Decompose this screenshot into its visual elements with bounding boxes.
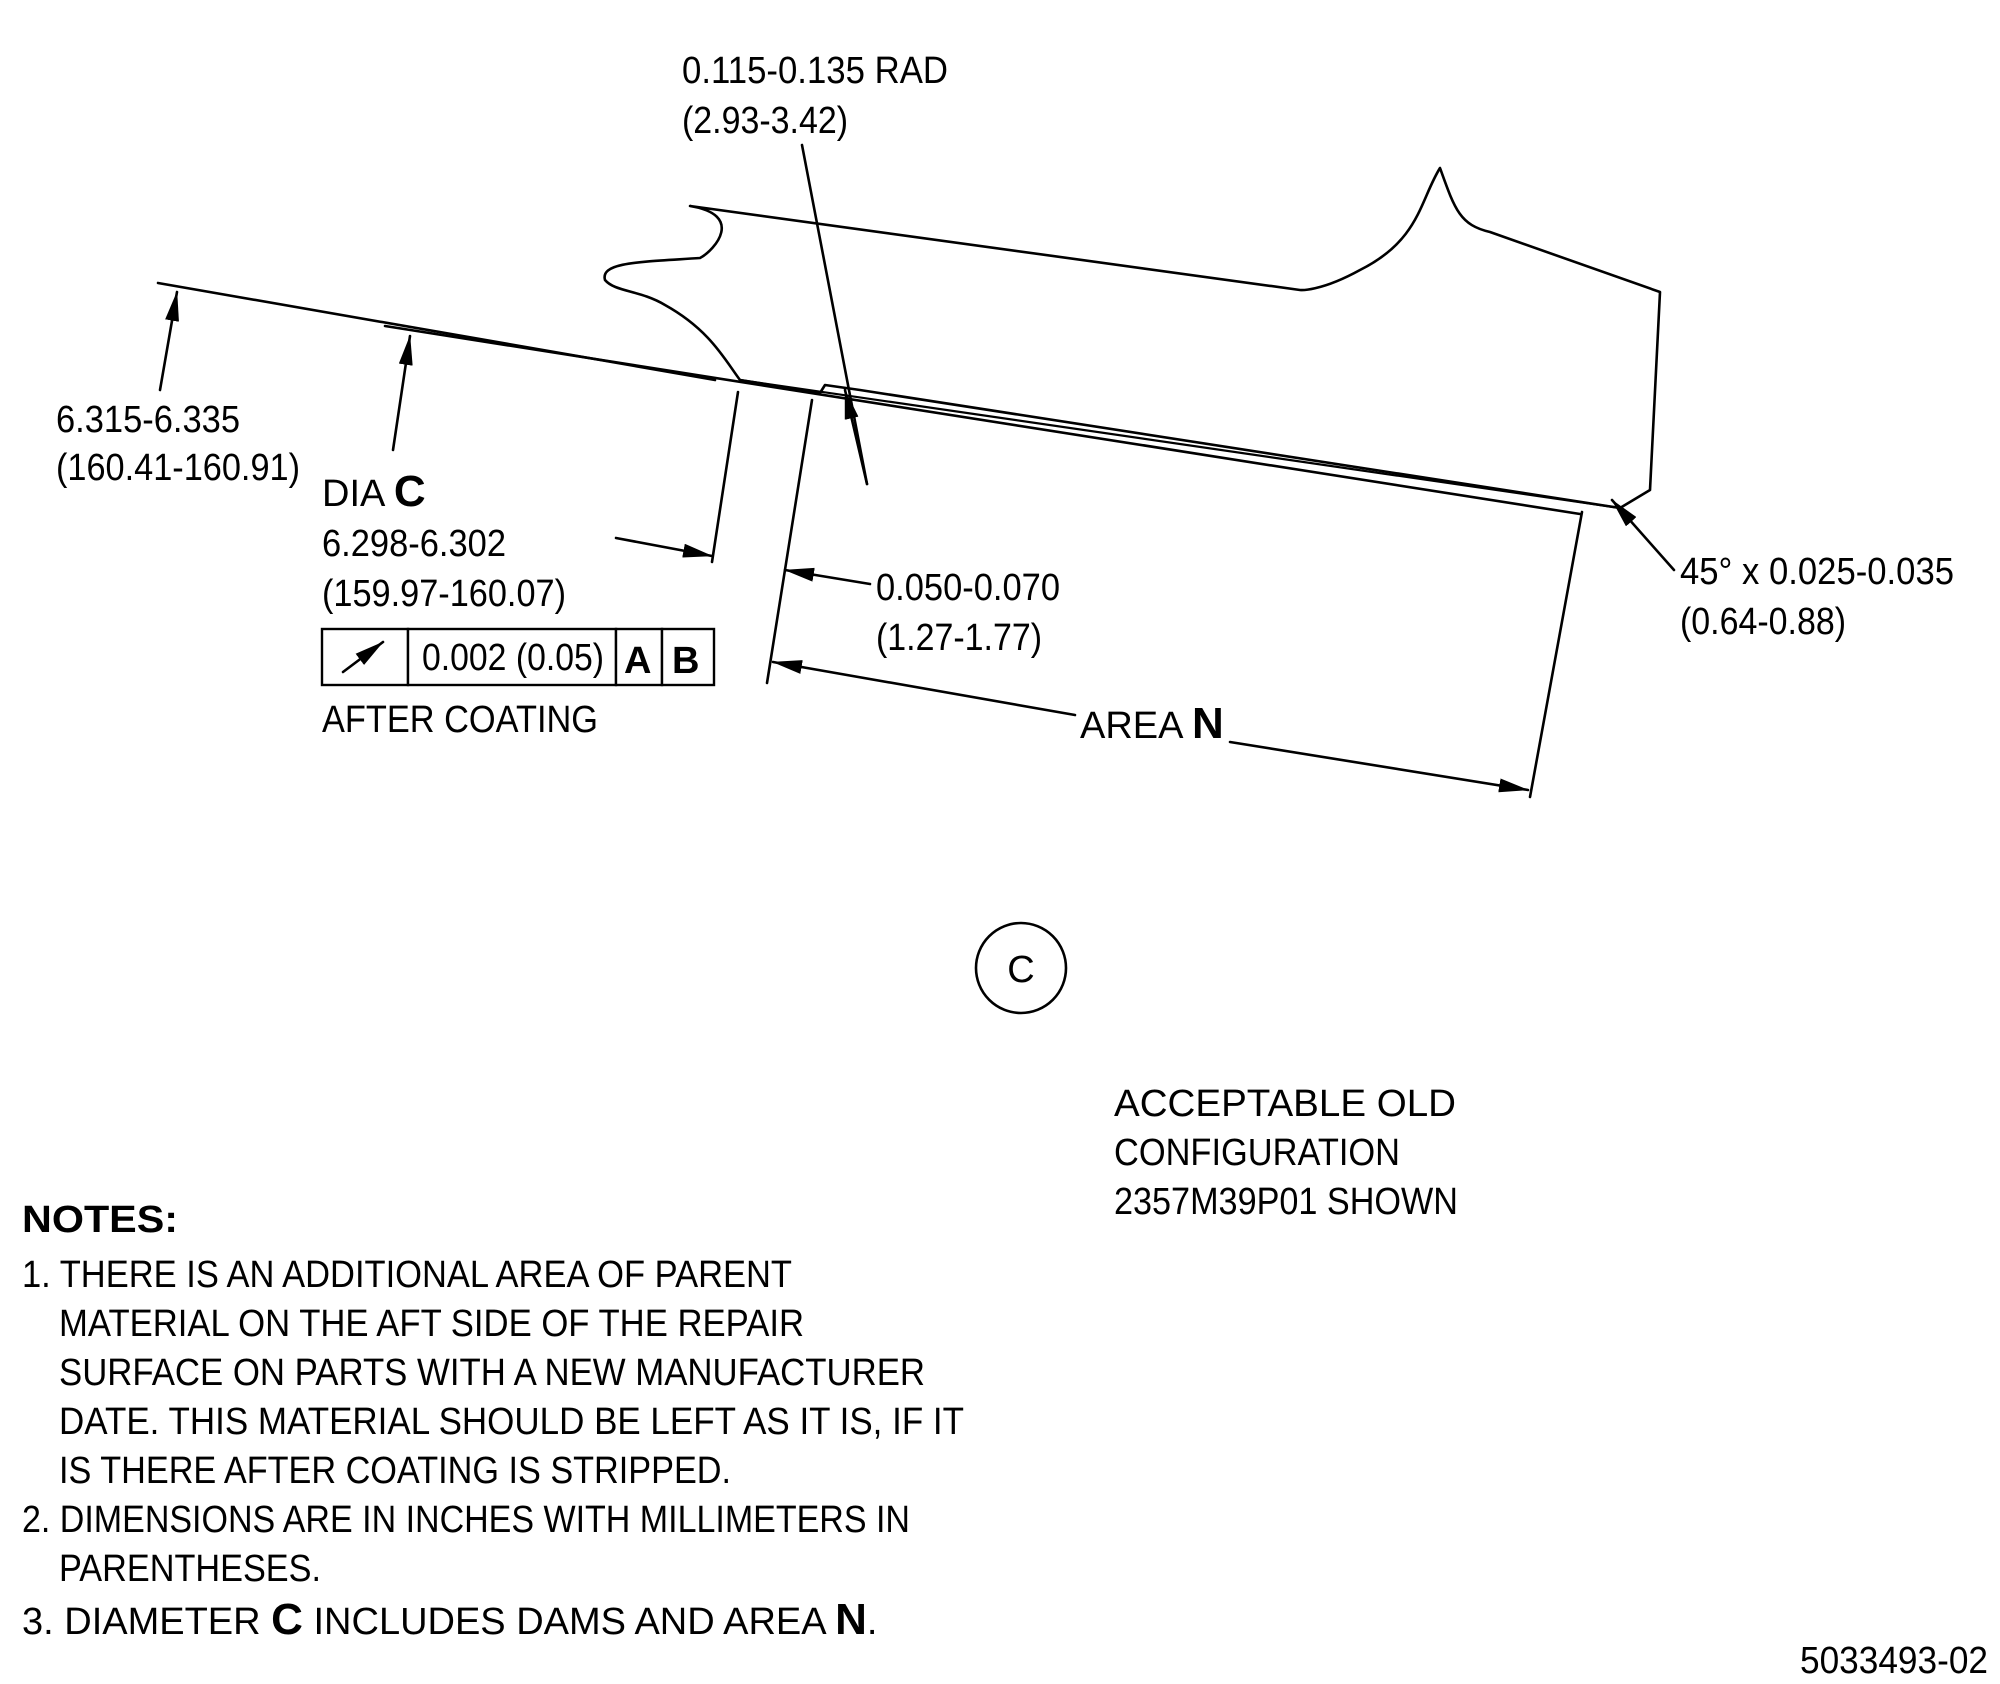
fcf-datum-b: B (672, 640, 699, 682)
part-profile (603, 166, 1662, 510)
note3-middle: INCLUDES DAMS AND AREA (303, 1601, 835, 1643)
circular-runout-icon (341, 640, 385, 674)
view-label-circle (974, 921, 1068, 1015)
config-line1: ACCEPTABLE OLD (1114, 1083, 1456, 1125)
note3-letter-n: N (835, 1595, 867, 1644)
part-outline (603, 166, 1662, 510)
note2-line1: 2. DIMENSIONS ARE IN INCHES WITH MILLIME… (22, 1499, 910, 1541)
note1-line5: IS THERE AFTER COATING IS STRIPPED. (59, 1450, 731, 1492)
feature-control-frame: 0.002 (0.05) A B (320, 627, 716, 687)
leader-rad-arrow (843, 388, 869, 486)
area-prefix: AREA (1080, 705, 1192, 747)
extension-line-dam-left (710, 390, 740, 564)
dim-arrow-width-right (783, 567, 872, 586)
outer-dia-callout-line1: 6.315-6.335 (56, 399, 240, 441)
width-callout-line2: (1.27-1.77) (876, 617, 1042, 659)
config-line2: CONFIGURATION (1114, 1132, 1400, 1174)
chamfer-callout-line1: 45° x 0.025-0.035 (1680, 551, 1954, 593)
area-n-callout: AREA N (1080, 699, 1224, 748)
width-callout-line1: 0.050-0.070 (876, 567, 1060, 609)
dia-c-callout-line2: 6.298-6.302 (322, 523, 506, 565)
dia-c-callout-line1: DIA C (322, 467, 426, 516)
fcf-datum-a-cell (614, 627, 664, 687)
fcf-datum-a: A (624, 640, 651, 682)
fcf-datum-b-cell (660, 627, 716, 687)
extension-line-dam-right (765, 398, 814, 685)
note3-line: 3. DIAMETER C INCLUDES DAMS AND AREA N. (22, 1595, 877, 1644)
extension-line-area-end (1528, 510, 1584, 799)
outer-dia-callout-line2: (160.41-160.91) (56, 447, 300, 489)
area-letter: N (1192, 699, 1224, 748)
after-coating-label: AFTER COATING (322, 699, 598, 741)
note3-prefix: 3. DIAMETER (22, 1601, 271, 1643)
rad-callout-line1: 0.115-0.135 RAD (682, 50, 948, 92)
config-line3: 2357M39P01 SHOWN (1114, 1181, 1458, 1223)
note1-line1: 1. THERE IS AN ADDITIONAL AREA OF PARENT (22, 1254, 792, 1296)
drawing-number: 5033493-02 (1800, 1640, 1988, 1682)
coating-surface-line (738, 378, 1622, 510)
view-label-letter: C (1007, 949, 1034, 991)
dim-arrow-area-right (1228, 740, 1530, 793)
dim-arrow-area-left (771, 660, 1077, 717)
note3-suffix: . (867, 1601, 878, 1643)
dim-arrow-width-left (614, 536, 714, 558)
note1-line2: MATERIAL ON THE AFT SIDE OF THE REPAIR (59, 1303, 804, 1345)
note1-line4: DATE. THIS MATERIAL SHOULD BE LEFT AS IT… (59, 1401, 964, 1443)
note2-line2: PARENTHESES. (59, 1548, 321, 1590)
note1-line3: SURFACE ON PARTS WITH A NEW MANUFACTURER (59, 1352, 925, 1394)
notes-heading: NOTES: (22, 1199, 178, 1241)
fcf-tolerance: 0.002 (0.05) (422, 637, 604, 679)
leader-chamfer (1610, 498, 1676, 572)
leader-dia-c (391, 334, 413, 452)
leader-rad (800, 143, 869, 486)
rad-callout-line2: (2.93-3.42) (682, 100, 848, 142)
dia-c-callout-line3: (159.97-160.07) (322, 573, 566, 615)
dia-c-letter: C (394, 467, 426, 516)
note3-letter-c: C (271, 1595, 303, 1644)
dia-c-surface-line (383, 324, 1582, 516)
fcf-tolerance-cell (406, 627, 618, 687)
dia-c-prefix: DIA (322, 473, 394, 515)
leader-outer-dia (158, 290, 179, 392)
chamfer-callout-line2: (0.64-0.88) (1680, 601, 1846, 643)
